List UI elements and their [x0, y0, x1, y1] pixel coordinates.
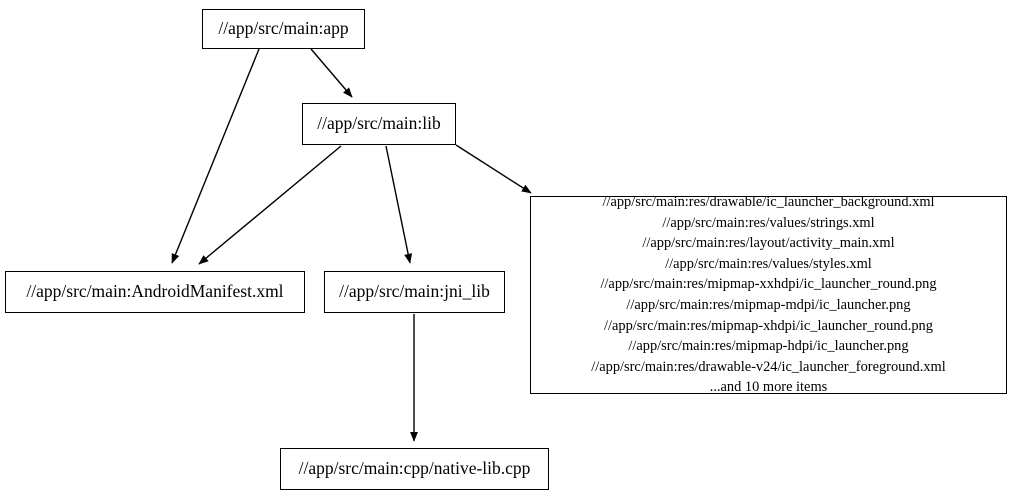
- graph-node-native-lib-cpp-label: //app/src/main:cpp/native-lib.cpp: [298, 458, 531, 479]
- graph-node-native-lib-cpp[interactable]: //app/src/main:cpp/native-lib.cpp: [280, 448, 549, 490]
- graph-node-jni-lib[interactable]: //app/src/main:jni_lib: [324, 271, 505, 313]
- graph-node-app[interactable]: //app/src/main:app: [202, 9, 365, 49]
- graph-node-app-label: //app/src/main:app: [218, 18, 349, 39]
- graph-node-lib[interactable]: //app/src/main:lib: [302, 103, 456, 145]
- edge-app-to-lib: [310, 48, 353, 98]
- graph-node-android-manifest[interactable]: //app/src/main:AndroidManifest.xml: [5, 271, 305, 313]
- edge-app-to-manifest: [171, 48, 260, 264]
- edge-lib-to-manifest: [198, 145, 342, 265]
- graph-node-resources-label: //app/src/main:res/drawable/ic_launcher_…: [591, 194, 946, 396]
- edge-lib-to-jni-lib: [385, 145, 413, 264]
- graph-node-jni-lib-label: //app/src/main:jni_lib: [339, 281, 490, 302]
- graph-node-android-manifest-label: //app/src/main:AndroidManifest.xml: [26, 281, 284, 302]
- graph-node-resources[interactable]: //app/src/main:res/drawable/ic_launcher_…: [530, 194, 1007, 395]
- edge-lib-to-resources: [455, 144, 532, 194]
- graph-node-lib-label: //app/src/main:lib: [317, 113, 441, 134]
